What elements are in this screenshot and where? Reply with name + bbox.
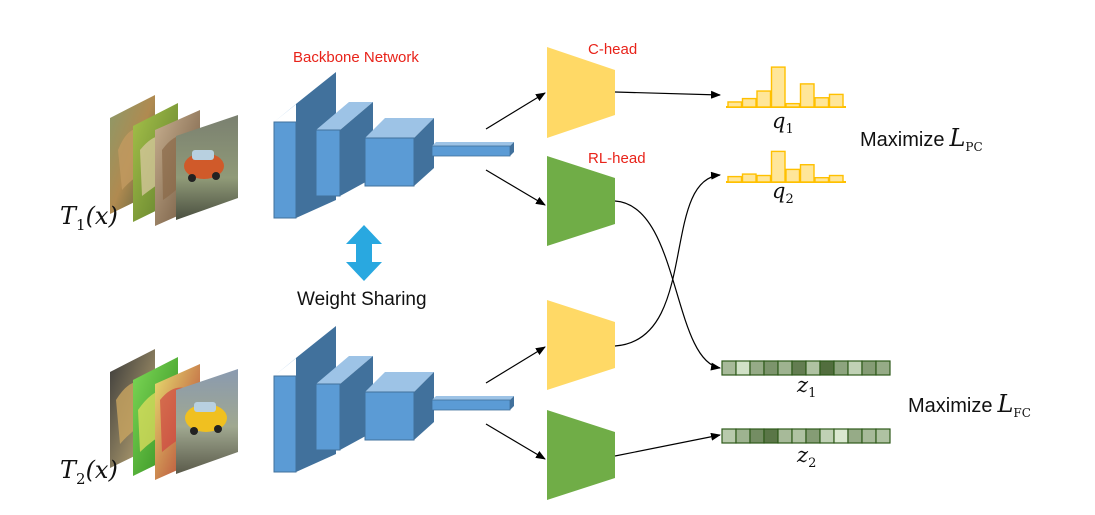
feature-vector-bar xyxy=(431,145,511,157)
z1-label: z1 xyxy=(796,373,816,401)
histogram-bar xyxy=(741,173,757,183)
histogram-bar xyxy=(727,175,743,183)
feature-cell xyxy=(875,428,891,444)
conv-block-3 xyxy=(364,391,415,441)
histogram-bar xyxy=(770,150,786,183)
feature-cell xyxy=(819,360,835,376)
feature-cell xyxy=(875,360,891,376)
arrow-backbone1-to-chead1 xyxy=(485,92,546,130)
c-head-2 xyxy=(547,300,615,390)
feature-vector-bar xyxy=(431,399,511,411)
histogram-bar xyxy=(799,164,815,183)
feature-vector-z1 xyxy=(721,360,891,376)
feature-cell xyxy=(861,428,877,444)
input-image-stack-2 xyxy=(110,349,238,480)
feature-cell xyxy=(749,360,765,376)
feature-cell xyxy=(833,428,849,444)
feature-cell xyxy=(735,428,751,444)
backbone-network-label: Backbone Network xyxy=(293,49,419,66)
histogram-q1 xyxy=(726,66,846,108)
feature-cell xyxy=(777,360,793,376)
backbone-network-1 xyxy=(273,72,514,219)
feature-cell xyxy=(861,360,877,376)
histogram-q2 xyxy=(726,150,846,183)
arrow-chead2-to-q2 xyxy=(614,171,721,347)
arrow-backbone2-to-chead2 xyxy=(485,346,546,384)
feature-cell xyxy=(819,428,835,444)
t1-label: T1(x) xyxy=(60,202,118,234)
feature-cell xyxy=(791,428,807,444)
histogram-bar xyxy=(814,176,830,183)
conv-block-1 xyxy=(273,121,297,219)
weight-sharing-label: Weight Sharing xyxy=(297,289,427,310)
arrow-backbone1-to-rlhead1 xyxy=(485,169,546,206)
conv-block-2 xyxy=(315,129,341,197)
histogram-bar xyxy=(828,174,844,183)
feature-cell xyxy=(749,428,765,444)
rl-head-1 xyxy=(547,156,615,246)
histogram-bar xyxy=(814,97,830,108)
feature-cell xyxy=(847,428,863,444)
backbone-network-2 xyxy=(273,326,514,473)
histogram-bar xyxy=(756,90,772,108)
histogram-bar xyxy=(785,102,801,108)
feature-cell xyxy=(721,360,737,376)
histogram-bar xyxy=(727,101,743,108)
histogram-bar xyxy=(756,174,772,183)
feature-vector-z2 xyxy=(721,428,891,444)
arrow-chead1-to-q1 xyxy=(614,90,721,99)
q1-label: q1 xyxy=(772,109,794,137)
feature-cell xyxy=(805,428,821,444)
arrow-rlhead2-to-z2 xyxy=(614,432,721,457)
feature-cell xyxy=(763,360,779,376)
histogram-bar xyxy=(741,97,757,108)
histogram-bar xyxy=(799,83,815,108)
feature-cell xyxy=(805,360,821,376)
rl-head-label: RL-head xyxy=(588,150,646,167)
feature-cell xyxy=(847,360,863,376)
feature-cell xyxy=(777,428,793,444)
arrow-backbone2-to-rlhead2 xyxy=(485,423,546,460)
feature-cell xyxy=(721,428,737,444)
conv-block-1 xyxy=(273,375,297,473)
c-head-label: C-head xyxy=(588,41,637,58)
feature-cell xyxy=(833,360,849,376)
z2-label: z2 xyxy=(796,443,816,471)
conv-block-2 xyxy=(315,383,341,451)
q2-label: q2 xyxy=(772,179,794,207)
input-image-stack-1 xyxy=(110,95,238,226)
feature-cell xyxy=(735,360,751,376)
c-head-1 xyxy=(547,47,615,138)
weight-sharing-arrow xyxy=(346,225,382,281)
histogram-bar xyxy=(785,168,801,183)
feature-cell xyxy=(763,428,779,444)
arrow-rlhead1-to-z1 xyxy=(614,200,721,371)
rl-head-2 xyxy=(547,410,615,500)
t2-label: T2(x) xyxy=(60,456,118,488)
conv-block-3 xyxy=(364,137,415,187)
histogram-bar xyxy=(770,66,786,108)
histogram-bar xyxy=(828,93,844,108)
